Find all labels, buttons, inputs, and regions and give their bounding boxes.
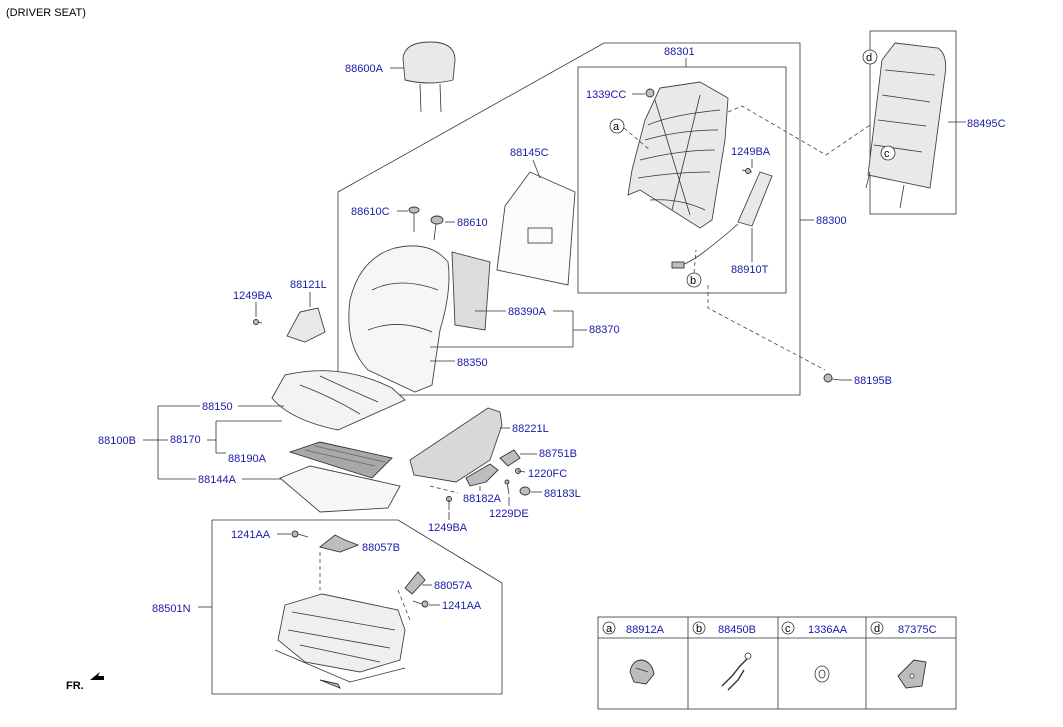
label-88495C: 88495C: [967, 118, 1006, 130]
nut-part: [645, 88, 655, 98]
grommet-icon: [814, 665, 830, 683]
guide-part: [430, 215, 444, 241]
label-88100B: 88100B: [98, 435, 136, 447]
cap-part: [519, 486, 531, 496]
shield-screw-part: [515, 468, 526, 474]
frame-group-box: [577, 66, 787, 294]
side-screw-part: [253, 319, 263, 325]
frame-screw-part: [741, 168, 753, 174]
back-panel-part: [865, 42, 947, 209]
side-bracket-frame-part: [404, 571, 426, 595]
legend-a-letter: a: [606, 623, 613, 635]
cushion-mat-part: [279, 465, 401, 513]
track-frame-part: [274, 593, 406, 689]
label-88190A: 88190A: [228, 453, 267, 465]
wire-hook-icon: [721, 652, 752, 691]
legend-d-part: 87375C: [898, 624, 937, 636]
label-88144A: 88144A: [198, 474, 237, 486]
headrest-part: [402, 41, 456, 113]
fr-mark: FR.: [66, 680, 84, 692]
seat-shield-part: [409, 407, 503, 483]
callout-a-frame: [609, 118, 625, 134]
label-1241AA-top: 1241AA: [231, 529, 271, 541]
label-1249BA-side: 1249BA: [233, 290, 273, 302]
label-88610: 88610: [457, 217, 488, 229]
fr-arrow-icon: [90, 672, 104, 680]
top-bolt-part: [291, 530, 309, 538]
label-88751B: 88751B: [539, 448, 577, 460]
back-bolt-part: [823, 373, 841, 383]
legend-d-letter: d: [874, 623, 880, 635]
callout-b-frame-letter: b: [690, 275, 696, 287]
airbag-module-part: [671, 171, 773, 269]
knob-part: [499, 449, 521, 467]
label-1241AA-side: 1241AA: [442, 600, 482, 612]
label-88350: 88350: [457, 357, 488, 369]
backrest-group-outline: [337, 42, 801, 396]
label-88150: 88150: [202, 401, 233, 413]
callout-c-panel-letter: c: [884, 148, 890, 160]
label-88370: 88370: [589, 324, 620, 336]
label-88610C: 88610C: [351, 206, 390, 218]
legend-c-circle: [781, 621, 795, 635]
top-bracket-part: [319, 534, 360, 553]
label-88221L: 88221L: [512, 423, 549, 435]
heater-part: [288, 441, 393, 479]
track-frame-box: [211, 519, 503, 695]
label-88300: 88300: [816, 215, 847, 227]
legend-b-letter: b: [696, 623, 702, 635]
callout-c-panel: [880, 145, 896, 161]
bracket-icon: [897, 659, 927, 689]
legend-table: a 88912A b 88450B c 1336AA d 87375C: [597, 616, 957, 710]
label-88600A: 88600A: [345, 63, 384, 75]
legend-a-part: 88912A: [626, 624, 665, 636]
label-88145C: 88145C: [510, 147, 549, 159]
side-bolt-part: [412, 600, 429, 608]
label-88183L: 88183L: [544, 488, 581, 500]
back-panel-box: [869, 30, 957, 215]
label-88057B: 88057B: [362, 542, 400, 554]
label-88170: 88170: [170, 434, 201, 446]
legend-c-part: 1336AA: [808, 624, 848, 636]
legend-b-circle: [692, 621, 706, 635]
callout-a-frame-letter: a: [613, 121, 620, 133]
label-88182A: 88182A: [463, 493, 502, 505]
lever-part: [465, 463, 499, 487]
label-88501N: 88501N: [152, 603, 191, 615]
label-88057A: 88057A: [434, 580, 473, 592]
label-88301: 88301: [664, 46, 695, 58]
back-cover-part: [348, 245, 450, 393]
label-88121L: 88121L: [290, 279, 327, 291]
label-88390A: 88390A: [508, 306, 547, 318]
back-board-part: [496, 171, 576, 286]
clip-icon: [629, 659, 655, 685]
label-88910T: 88910T: [731, 264, 769, 276]
label-1229DE: 1229DE: [489, 508, 529, 520]
legend-c-letter: c: [785, 623, 791, 635]
back-pad-frame-part: [451, 251, 491, 331]
side-bracket-part: [286, 307, 326, 343]
shield-lower-screw-part: [446, 496, 452, 510]
label-1249BA-back: 1249BA: [731, 146, 771, 158]
backrest-frame-part: [627, 81, 729, 229]
diagram-title: (DRIVER SEAT): [6, 7, 86, 19]
cushion-cover-part: [271, 370, 406, 431]
callout-d-panel: [862, 49, 878, 65]
legend-a-circle: [602, 621, 616, 635]
label-1339CC: 1339CC: [586, 89, 626, 101]
legend-b-part: 88450B: [718, 624, 756, 636]
legend-d-circle: [870, 621, 884, 635]
cap-screw-part: [504, 479, 510, 495]
label-88195B: 88195B: [854, 375, 892, 387]
label-1249BA-lower: 1249BA: [428, 522, 468, 534]
label-1220FC: 1220FC: [528, 468, 567, 480]
callout-d-panel-letter: d: [866, 52, 872, 64]
guide-bracket-part: [408, 206, 420, 232]
